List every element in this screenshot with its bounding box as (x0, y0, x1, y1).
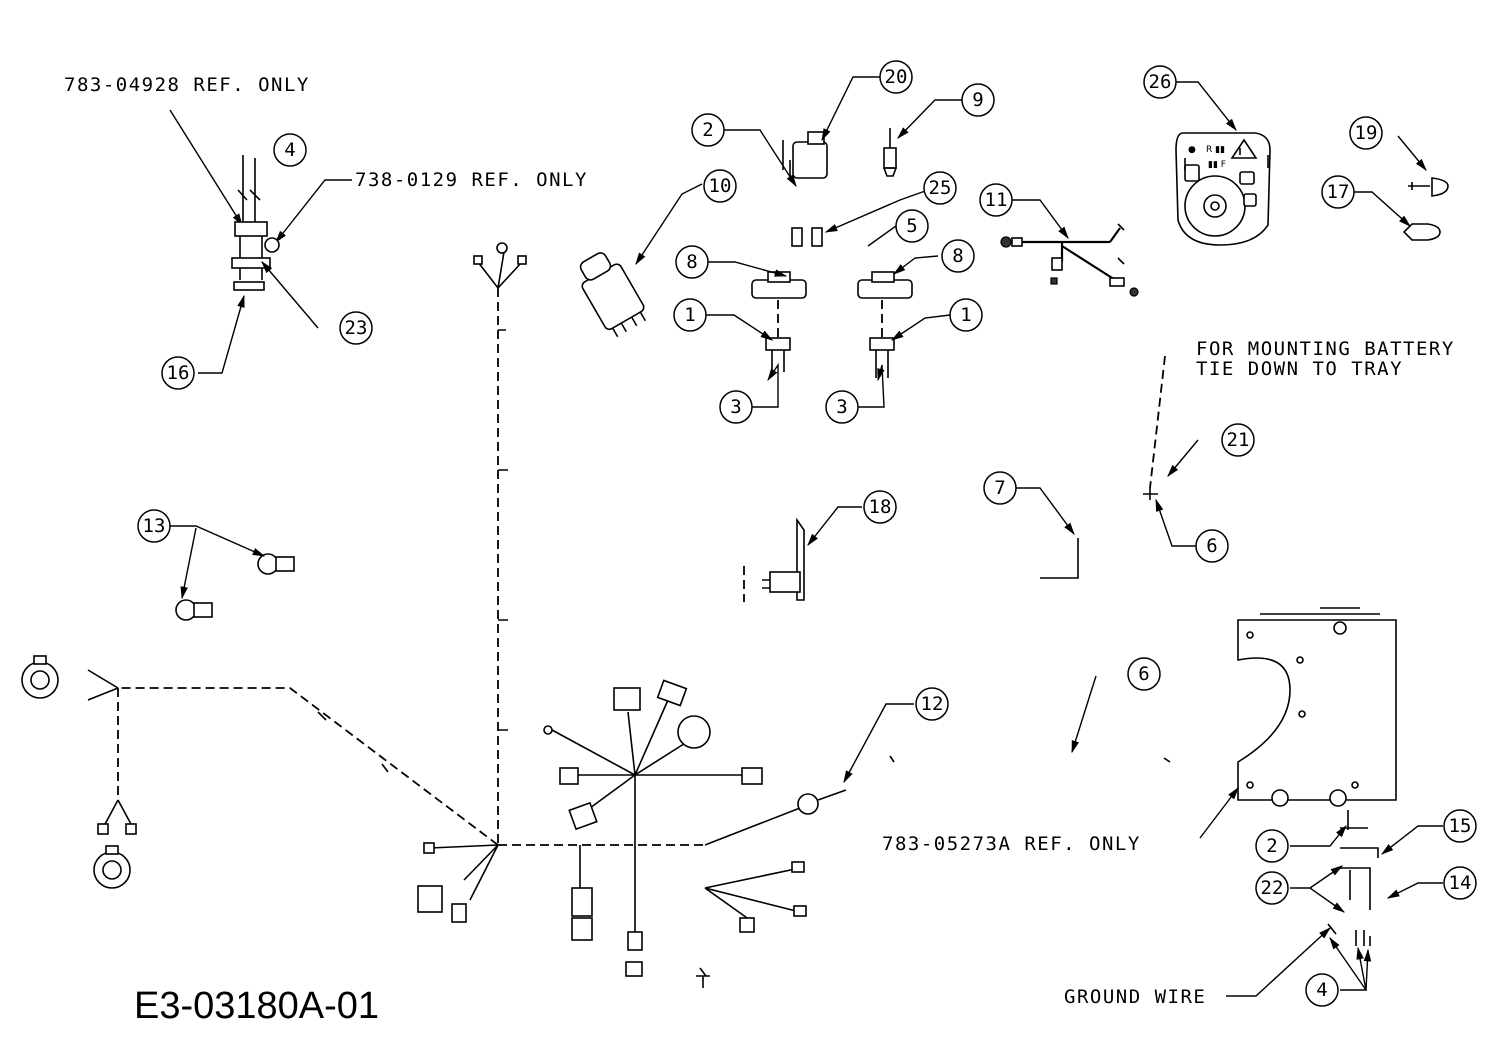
lamp-bulbs-13 (170, 525, 295, 621)
callout-13: 13 (137, 509, 171, 543)
svg-text:▮▮ F: ▮▮ F (1208, 160, 1226, 170)
callout-2-bottom: 2 (1255, 829, 1289, 863)
svg-text:22: 22 (1261, 877, 1284, 899)
callout-10: 10 (703, 169, 737, 203)
drawing-number: E3-03180A-01 (134, 985, 379, 1027)
ignition-key-parts (1354, 135, 1449, 241)
svg-text:18: 18 (869, 496, 892, 518)
svg-text:2: 2 (702, 119, 713, 141)
svg-text:4: 4 (1316, 979, 1327, 1001)
svg-text:8: 8 (686, 251, 697, 273)
note-battery-line1: FOR MOUNTING BATTERY (1196, 338, 1455, 360)
svg-text:4: 4 (284, 139, 295, 161)
callout-16: 16 (161, 356, 195, 390)
svg-text:9: 9 (972, 89, 983, 111)
note-738-0129: 738-0129 REF. ONLY (355, 169, 588, 191)
svg-text:13: 13 (143, 515, 166, 537)
svg-text:26: 26 (1149, 71, 1172, 93)
callout-23: 23 (339, 311, 373, 345)
callout-3-left: 3 (719, 390, 753, 424)
svg-text:23: 23 (345, 317, 368, 339)
svg-text:21: 21 (1227, 429, 1250, 451)
svg-text:10: 10 (709, 175, 732, 197)
svg-text:3: 3 (730, 396, 741, 418)
callout-15: 15 (1443, 809, 1477, 843)
callout-3-right: 3 (825, 390, 859, 424)
note-ground-wire: GROUND WIRE (1064, 986, 1206, 1008)
lower-right-switch-stack: GROUND WIRE (1064, 810, 1443, 1008)
note-783-05273a: 783-05273A REF. ONLY (882, 833, 1141, 855)
callout-2-top: 2 (691, 113, 725, 147)
callout-17: 17 (1321, 175, 1355, 209)
mounting-plate-6: 783-05273A REF. ONLY (882, 607, 1397, 855)
ignition-switch-plate-26: ● R ▮▮ ▮▮ F (1175, 81, 1271, 246)
svg-text:20: 20 (885, 66, 908, 88)
top-left-bracket-assembly: 783-04928 REF. ONLY 738-0129 REF. ONLY (64, 74, 588, 374)
cable-7 (1016, 487, 1079, 579)
svg-text:6: 6 (1138, 663, 1149, 685)
mounting-bracket-18 (743, 506, 862, 602)
note-battery-line2: TIE DOWN TO TRAY (1196, 358, 1403, 380)
callout-4-bottom: 4 (1305, 973, 1339, 1007)
callout-21: 21 (1221, 423, 1255, 457)
harness-11 (1000, 199, 1139, 297)
callout-18: 18 (863, 490, 897, 524)
svg-text:●: ● (1188, 145, 1196, 155)
svg-text:2: 2 (1266, 835, 1277, 857)
svg-text:7: 7 (994, 477, 1005, 499)
svg-text:3: 3 (836, 396, 847, 418)
svg-text:1: 1 (684, 304, 695, 326)
callout-1-right: 1 (949, 298, 983, 332)
top-switch-components (579, 76, 962, 408)
callout-4-top: 4 (273, 133, 307, 167)
callout-6-small: 6 (1195, 529, 1229, 563)
svg-text:16: 16 (167, 362, 190, 384)
battery-tie-down: FOR MOUNTING BATTERY TIE DOWN TO TRAY (1143, 338, 1455, 547)
svg-text:25: 25 (929, 177, 952, 199)
svg-text:8: 8 (952, 245, 963, 267)
callout-22: 22 (1255, 871, 1289, 905)
callout-8-left: 8 (675, 245, 709, 279)
svg-text:5: 5 (906, 215, 917, 237)
callout-1-left: 1 (673, 298, 707, 332)
svg-text:R ▮▮: R ▮▮ (1206, 145, 1225, 155)
svg-text:1: 1 (960, 304, 971, 326)
svg-text:15: 15 (1449, 815, 1472, 837)
callout-19: 19 (1349, 116, 1383, 150)
svg-text:12: 12 (921, 693, 944, 715)
callout-8-right: 8 (941, 239, 975, 273)
note-783-04928: 783-04928 REF. ONLY (64, 74, 310, 96)
svg-text:11: 11 (985, 189, 1008, 211)
callout-6: 6 (1127, 657, 1161, 691)
callout-20: 20 (879, 60, 913, 94)
callout-25: 25 (923, 171, 957, 205)
callout-9: 9 (961, 83, 995, 117)
callout-14: 14 (1443, 866, 1477, 900)
svg-text:19: 19 (1355, 122, 1378, 144)
svg-text:6: 6 (1206, 535, 1217, 557)
svg-text:14: 14 (1449, 872, 1472, 894)
callout-bubbles: 26 20 9 2 10 25 11 5 8 8 1 1 3 3 19 17 4… (137, 60, 1477, 1007)
svg-text:17: 17 (1327, 181, 1350, 203)
callout-7: 7 (983, 471, 1017, 505)
callout-26: 26 (1143, 65, 1177, 99)
callout-5: 5 (895, 209, 929, 243)
callout-11: 11 (979, 183, 1013, 217)
callout-12: 12 (915, 687, 949, 721)
main-wire-harness (21, 242, 914, 988)
